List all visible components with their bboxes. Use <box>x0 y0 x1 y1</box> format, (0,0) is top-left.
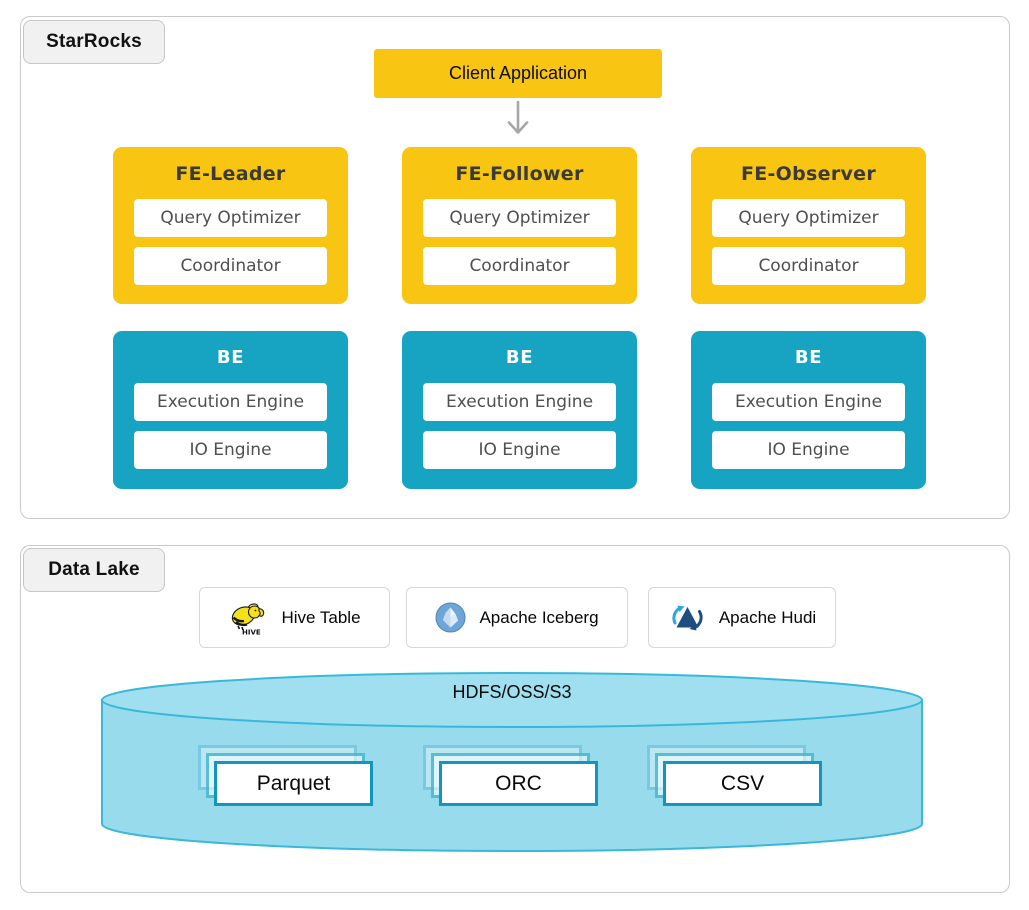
hudi-icon <box>672 605 703 631</box>
io-engine-box: IO Engine <box>134 431 327 469</box>
apache-iceberg-label: Apache Iceberg <box>479 607 599 627</box>
svg-text:HIVE: HIVE <box>242 628 261 636</box>
client-application-box: Client Application <box>374 49 662 98</box>
fe-leader-node: FE-Leader Query Optimizer Coordinator <box>113 147 348 304</box>
query-optimizer-box: Query Optimizer <box>423 199 616 237</box>
hive-icon: HIVE <box>232 602 265 636</box>
io-engine-box: IO Engine <box>423 431 616 469</box>
coordinator-box: Coordinator <box>712 247 905 285</box>
starrocks-tag-label: StarRocks <box>46 31 142 52</box>
starrocks-tag: StarRocks <box>23 20 165 64</box>
be-node-title: BE <box>505 347 534 368</box>
execution-engine-box: Execution Engine <box>134 383 327 421</box>
client-application-label: Client Application <box>448 63 588 83</box>
csv-file-stack: CSV <box>647 745 822 806</box>
csv-card: CSV <box>663 761 822 806</box>
iceberg-icon <box>435 602 466 633</box>
starrocks-panel: StarRocks Client Application FE-Leader Q… <box>20 16 1010 519</box>
be-node: BE Execution Engine IO Engine <box>113 331 348 489</box>
be-node-title: BE <box>216 347 245 368</box>
parquet-file-stack: Parquet <box>198 745 373 806</box>
apache-hudi-label: Apache Hudi <box>718 607 817 627</box>
coordinator-box: Coordinator <box>134 247 327 285</box>
down-arrow-icon <box>507 101 529 134</box>
coordinator-box: Coordinator <box>423 247 616 285</box>
hive-table-box: HIVE Hive Table <box>199 587 390 648</box>
orc-file-stack: ORC <box>423 745 598 806</box>
storage-label: HDFS/OSS/S3 <box>452 682 572 702</box>
execution-engine-box: Execution Engine <box>712 383 905 421</box>
execution-engine-box: Execution Engine <box>423 383 616 421</box>
hive-table-label: Hive Table <box>281 607 361 627</box>
fe-node-title: FE-Observer <box>740 163 877 185</box>
apache-hudi-box: Apache Hudi <box>648 587 836 648</box>
fe-observer-node: FE-Observer Query Optimizer Coordinator <box>691 147 926 304</box>
fe-node-title: FE-Leader <box>175 163 286 185</box>
query-optimizer-box: Query Optimizer <box>134 199 327 237</box>
data-lake-tag-label: Data Lake <box>48 559 140 580</box>
io-engine-box: IO Engine <box>712 431 905 469</box>
fe-node-title: FE-Follower <box>455 163 584 185</box>
be-node-title: BE <box>794 347 823 368</box>
query-optimizer-box: Query Optimizer <box>712 199 905 237</box>
apache-iceberg-box: Apache Iceberg <box>406 587 628 648</box>
be-node: BE Execution Engine IO Engine <box>691 331 926 489</box>
fe-follower-node: FE-Follower Query Optimizer Coordinator <box>402 147 637 304</box>
orc-card: ORC <box>439 761 598 806</box>
data-lake-panel: Data Lake HIVE Hive Table <box>20 545 1010 893</box>
data-lake-tag: Data Lake <box>23 548 165 592</box>
parquet-card: Parquet <box>214 761 373 806</box>
be-node: BE Execution Engine IO Engine <box>402 331 637 489</box>
